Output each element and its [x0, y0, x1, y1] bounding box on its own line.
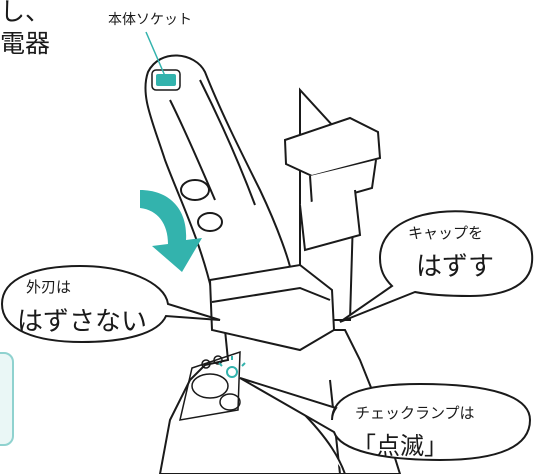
intro-text-line-1: し、 — [0, 0, 51, 26]
insert-arrow-icon — [140, 190, 202, 272]
cap-callout-line-2: はずす — [416, 252, 495, 282]
socket-leader-line — [145, 31, 166, 77]
outer-blade-callout-line-2: はずさない — [17, 307, 148, 337]
charger-control-panel — [179, 350, 241, 421]
tip-panel-edge — [0, 352, 14, 446]
blade-cap — [283, 116, 382, 252]
shaver-body — [144, 54, 294, 294]
intro-text-line-2: 電器 — [0, 29, 51, 58]
check-lamp-callout-line-2: 「点滅」 — [352, 432, 448, 460]
body-socket — [151, 69, 181, 91]
body-socket-label: 本体ソケット — [108, 12, 192, 28]
check-lamp — [218, 356, 246, 378]
cap-callout-bubble — [339, 210, 534, 323]
outer-blade-callout-line-1: 外刃は — [26, 278, 72, 296]
outer-blade-callout-bubble — [0, 264, 221, 344]
check-lamp-callout-bubble — [239, 377, 532, 462]
blade-head — [208, 263, 336, 352]
cap-callout-line-1: キャップを — [408, 224, 484, 242]
check-lamp-callout-line-1: チェックランプは — [355, 404, 475, 422]
